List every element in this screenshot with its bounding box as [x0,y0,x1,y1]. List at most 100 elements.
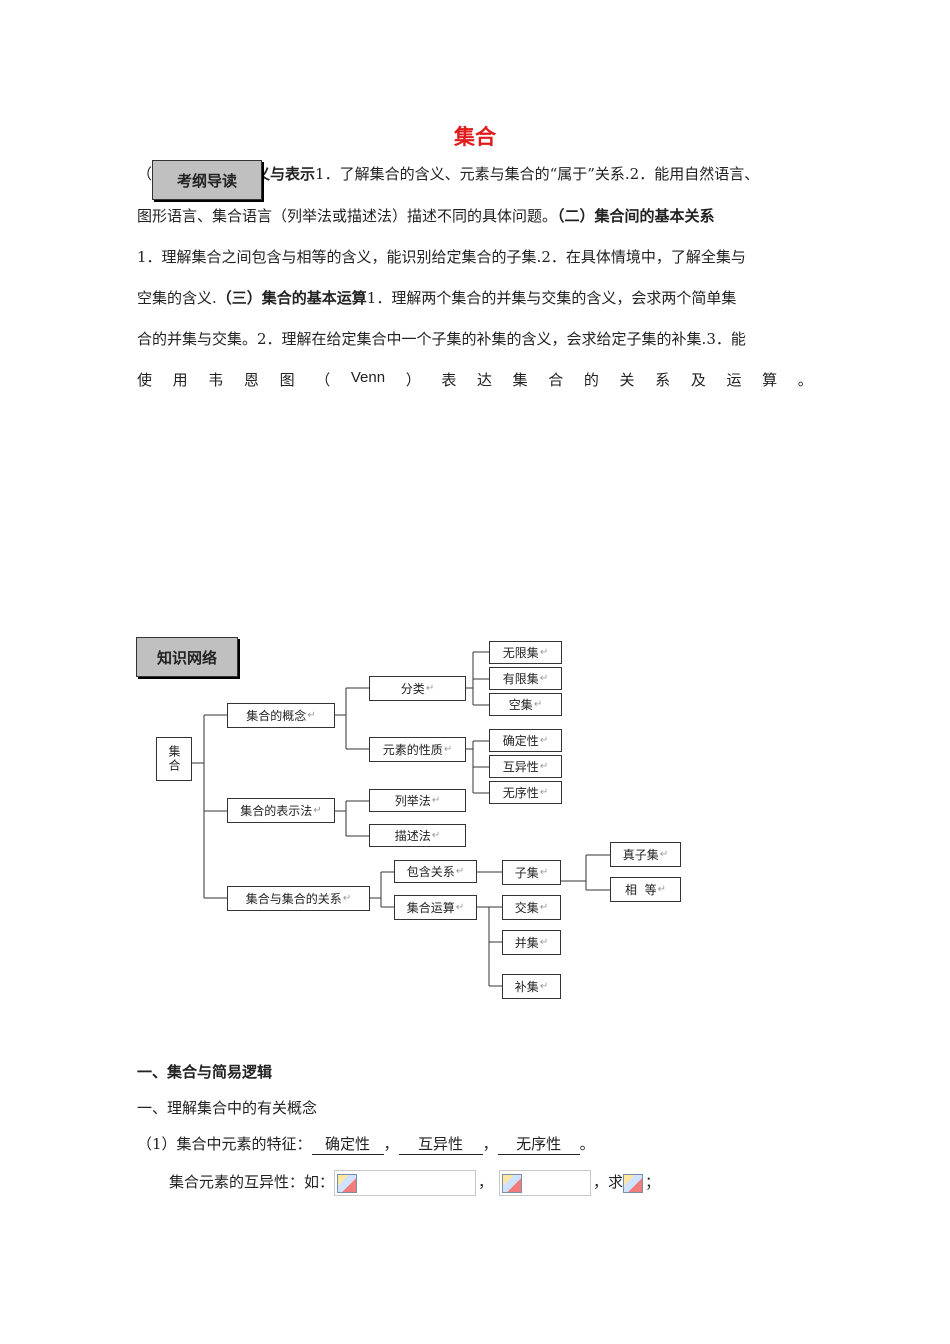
char: 算 [762,371,778,389]
text: ，求 [593,1173,624,1191]
bold-text: （三）集合的基本运算 [216,289,367,307]
node-label: 空集 [508,698,533,712]
paragraph-mark: ↵ [539,902,549,913]
tree-node-intersection: 交集↵ [502,895,561,920]
tree-node-root: 集合 [156,737,192,781]
tree-node-operation: 集合运算↵ [394,895,477,920]
tree-node-listing: 列举法↵ [369,789,466,812]
formula-image [499,1170,592,1196]
formula-image [623,1171,646,1195]
text: ， [478,1173,494,1191]
char: 的 [583,371,599,389]
text: （ [137,165,153,183]
tree-node-proper-subset: 真子集↵ [610,842,681,867]
section-subheading: 一、理解集合中的有关概念 [137,1099,318,1117]
paragraph-mark: ↵ [313,805,322,816]
page-title: 集合 [454,125,496,149]
distinctness-example-line: 集合元素的互异性：如： ， ，求 ； [169,1170,660,1196]
syllabus-line-4: 空集的含义.（三）集合的基本运算1．理解两个集合的并集与交集的含义，会求两个简单… [137,287,736,308]
syllabus-line-6: 使 用 韦 恩 图 （ Venn ） 表 达 集 合 的 关 系 及 运 算 。 [137,369,813,390]
char: 合 [548,371,564,389]
node-label: 集合的概念 [246,709,307,723]
tree-node-infinite: 无限集↵ [489,641,562,664]
char: 。 [797,371,813,389]
char: 韦 [208,371,224,389]
paragraph-mark: ↵ [443,744,453,755]
node-label: 交集 [514,901,539,915]
char: ） [405,371,421,389]
paragraph-mark: ↵ [659,849,669,860]
node-label: 子集 [514,866,539,880]
node-label: 有限集 [502,672,539,686]
char: 恩 [243,371,259,389]
paragraph-mark: ↵ [539,787,549,798]
bold-text: （二）集合间的基本关系 [557,207,715,225]
syllabus-tag: 考纲导读 [152,160,262,200]
tree-node-describing: 描述法↵ [369,824,466,847]
char: 集 [512,371,528,389]
node-label: 无序性 [502,786,539,800]
tree-node-properties: 元素的性质↵ [369,737,466,762]
fill-blank: 互异性 [398,1133,483,1155]
node-label: 集合运算 [406,901,455,915]
text: ； [645,1173,661,1191]
node-label: 集合的表示法 [240,804,313,818]
broken-image-icon [623,1174,644,1193]
tree-node-definite: 确定性↵ [489,729,562,752]
paragraph-mark: ↵ [307,710,316,721]
text: 1．了解集合的含义、元素与集合的“属于”关系.2．能用自然语言、 [315,165,760,183]
char: 及 [690,371,706,389]
text: 1．理解两个集合的并集与交集的含义，会求两个简单集 [366,289,737,307]
section-heading: 一、集合与简易逻辑 [137,1063,273,1081]
text: ， [482,1135,498,1153]
broken-image-icon [337,1174,358,1193]
tree-node-representation: 集合的表示法↵ [227,798,335,823]
tree-node-equal: 相 等↵ [610,877,681,902]
node-label: 列举法 [394,794,431,808]
char: （ [315,371,331,389]
tree-node-concept: 集合的概念↵ [227,703,335,728]
node-label: 确定性 [502,734,539,748]
syllabus-line-2: 图形语言、集合语言（列举法或描述法）描述不同的具体问题。（二）集合间的基本关系 [137,205,715,226]
node-label: 真子集 [622,848,659,862]
text: ， [383,1135,399,1153]
paragraph-mark: ↵ [431,830,441,841]
text: 空集的含义. [137,289,217,307]
paragraph-mark: ↵ [539,735,549,746]
text: （1）集合中元素的特征： [137,1135,312,1153]
tree-node-inclusion: 包含关系↵ [394,860,477,883]
tree-node-union: 并集↵ [502,930,561,955]
element-features-line: （1）集合中元素的特征：确定性，互异性，无序性。 [137,1133,595,1155]
char: 关 [619,371,635,389]
node-label: 并集 [514,936,539,950]
char: 使 [137,371,153,389]
char: Venn [350,369,386,386]
paragraph-mark: ↵ [539,647,549,658]
syllabus-line-3: 1．理解集合之间包含与相等的含义，能识别给定集合的子集.2．在具体情境中，了解全… [137,248,746,266]
paragraph-mark: ↵ [425,683,435,694]
char: 图 [279,371,295,389]
tree-node-unordered: 无序性↵ [489,781,562,804]
node-label: 集合与集合的关系 [245,892,342,906]
char: 运 [726,371,742,389]
paragraph-mark: ↵ [342,893,352,904]
paragraph-mark: ↵ [657,884,667,895]
paragraph-mark: ↵ [455,902,465,913]
tree-node-finite: 有限集↵ [489,667,562,690]
tree-node-subset: 子集↵ [502,860,561,885]
text: 集合元素的互异性：如： [169,1173,335,1191]
paragraph-mark: ↵ [539,981,549,992]
text: 。 [579,1135,595,1153]
syllabus-line-1: （义与表示1．了解集合的含义、元素与集合的“属于”关系.2．能用自然语言、 [137,163,759,184]
paragraph-mark: ↵ [455,866,465,877]
paragraph-mark: ↵ [539,761,549,772]
char: 达 [476,371,492,389]
paragraph-mark: ↵ [539,867,549,878]
paragraph-mark: ↵ [539,673,549,684]
tree-node-distinct: 互异性↵ [489,755,562,778]
paragraph-mark: ↵ [533,699,543,710]
knowledge-network-tag: 知识网络 [136,637,238,677]
fill-blank: 无序性 [497,1133,580,1155]
fill-blank: 确定性 [311,1133,384,1155]
